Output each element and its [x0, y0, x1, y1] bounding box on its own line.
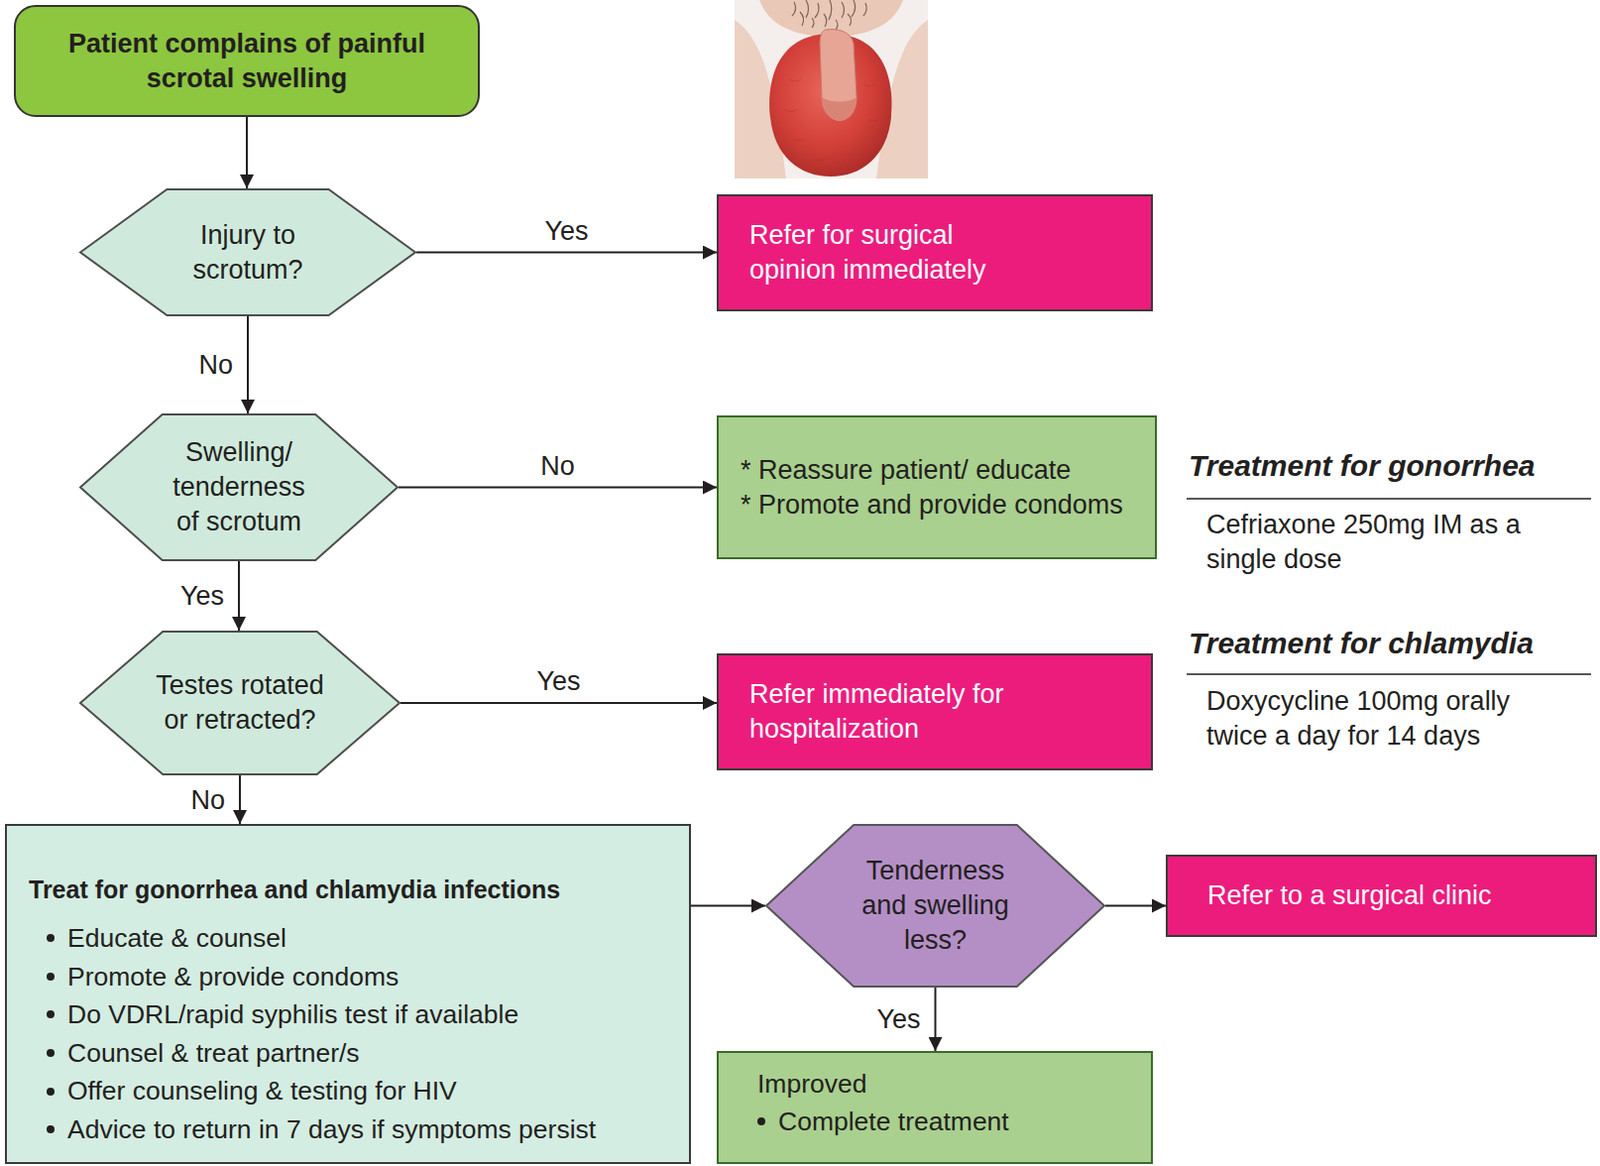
decision-hexagon: Swelling/ tenderness of scrotum: [79, 413, 399, 562]
glans: [821, 97, 857, 121]
edge-label: Yes: [873, 1003, 923, 1035]
edge-label: No: [187, 784, 229, 816]
referral-box: Refer to a surgical clinic: [1165, 854, 1598, 937]
box-text: * Reassure patient/ educate: [740, 453, 1138, 488]
heading-rule: [1186, 673, 1592, 676]
bullet-text: Promote & provide condoms: [67, 957, 399, 997]
connector-arrow: [246, 316, 249, 414]
bullet-dot: [46, 1048, 55, 1057]
decision-hexagon: Testes rotated or retracted?: [79, 630, 401, 776]
text-group: Refer to a surgical clinic: [1207, 878, 1492, 914]
hexagon-shape: [80, 414, 398, 561]
box-text: Patient complains of painful scrotal swe…: [58, 26, 436, 97]
bullet-dot: [757, 1117, 766, 1126]
bullet-row: Complete treatment: [757, 1102, 1010, 1141]
edge-label: Yes: [541, 215, 591, 247]
hexagon-outline: [79, 630, 401, 776]
connector-arrow: [934, 987, 937, 1051]
connector-arrow: [237, 561, 240, 631]
connector-arrow: [398, 486, 717, 489]
connector-arrow: [690, 905, 766, 908]
bullet-text: Advice to return in 7 days if symptoms p…: [67, 1110, 596, 1149]
advice-box: * Reassure patient/ educate* Promote and…: [716, 415, 1157, 560]
treatment-heading: Treatment for gonorrhea: [1188, 447, 1536, 485]
box-text: Improved: [757, 1064, 1010, 1103]
bullet-text: Offer counseling & testing for HIV: [67, 1071, 458, 1111]
text-group: * Reassure patient/ educate* Promote and…: [740, 453, 1138, 523]
text-group: Swelling/ tenderness of scrotum: [164, 435, 314, 540]
box-text: Injury to scrotum?: [173, 218, 323, 288]
bullet-text: Educate & counsel: [67, 918, 287, 958]
edge-label: No: [537, 450, 578, 482]
bullet-dot: [46, 1087, 55, 1096]
hexagon-shape: [766, 824, 1105, 987]
box-text: Refer immediately for hospitalization: [749, 677, 1008, 747]
bullet-row: Do VDRL/rapid syphilis test if available: [28, 995, 596, 1034]
hexagon-outline: [79, 188, 417, 317]
bullet-text: Complete treatment: [778, 1102, 1010, 1141]
edge-label: No: [195, 348, 236, 381]
text-group: Refer for surgical opinion immediately: [749, 218, 1047, 288]
edge-label: Yes: [533, 665, 583, 697]
bullet-dot: [46, 972, 55, 981]
text-group: Injury to scrotum?: [173, 218, 323, 288]
connector-arrow: [245, 116, 248, 189]
connector-arrow: [1105, 905, 1166, 908]
box-text: Testes rotated or retracted?: [140, 668, 340, 738]
text-group: Testes rotated or retracted?: [140, 668, 340, 738]
text-group: ImprovedComplete treatment: [757, 1064, 1010, 1141]
text-group: Patient complains of painful scrotal swe…: [58, 26, 436, 97]
start-box: Patient complains of painful scrotal swe…: [13, 4, 480, 117]
bullet-text: Do VDRL/rapid syphilis test if available: [67, 995, 519, 1034]
scrotal-swelling-photo: [734, 0, 928, 179]
treatment-text: Doxycycline 100mg orally twice a day for…: [1206, 684, 1574, 754]
box-heading: Treat for gonorrhea and chlamydia infect…: [28, 869, 596, 910]
bullet-row: Offer counseling & testing for HIV: [28, 1071, 596, 1111]
followup-hexagon: Tenderness and swelling less?: [765, 823, 1106, 988]
box-text: Tenderness and swelling less?: [851, 853, 1021, 958]
referral-box: Refer immediately for hospitalization: [716, 653, 1153, 771]
photo-ground: [734, 0, 928, 179]
connector-arrow: [416, 251, 717, 254]
bullet-row: Educate & counsel: [28, 918, 596, 958]
box-text: Refer for surgical opinion immediately: [749, 218, 1047, 288]
connector-arrow: [238, 775, 241, 824]
heading-rule: [1186, 497, 1592, 500]
bullet-dot: [46, 1010, 55, 1019]
box-text: Refer to a surgical clinic: [1207, 878, 1492, 914]
treatment-text: Cefriaxone 250mg IM as a single dose: [1206, 507, 1574, 577]
referral-box: Refer for surgical opinion immediately: [716, 194, 1153, 312]
bullet-dot: [46, 933, 55, 942]
text-group: Tenderness and swelling less?: [851, 853, 1021, 958]
treatment-heading: Treatment for chlamydia: [1188, 624, 1534, 663]
text-group: Treat for gonorrhea and chlamydia infect…: [28, 869, 596, 1149]
edge-label: Yes: [177, 579, 228, 612]
bullet-dot: [46, 1125, 55, 1134]
text-group: Refer immediately for hospitalization: [749, 677, 1008, 747]
hexagon-shape: [80, 631, 400, 775]
box-text: * Promote and provide condoms: [740, 487, 1138, 523]
hexagon-shape: [80, 189, 416, 316]
decision-hexagon: Injury to scrotum?: [79, 188, 417, 317]
hair: [792, 0, 867, 30]
box-text: Swelling/ tenderness of scrotum: [164, 435, 314, 540]
treatment-box: Treat for gonorrhea and chlamydia infect…: [4, 823, 691, 1164]
bullet-row: Counsel & treat partner/s: [28, 1033, 596, 1073]
bullet-row: Promote & provide condoms: [28, 957, 596, 997]
bullet-row: Advice to return in 7 days if symptoms p…: [28, 1110, 596, 1149]
improved-box: ImprovedComplete treatment: [716, 1050, 1153, 1164]
bullet-text: Counsel & treat partner/s: [67, 1033, 360, 1073]
connector-arrow: [400, 701, 717, 704]
